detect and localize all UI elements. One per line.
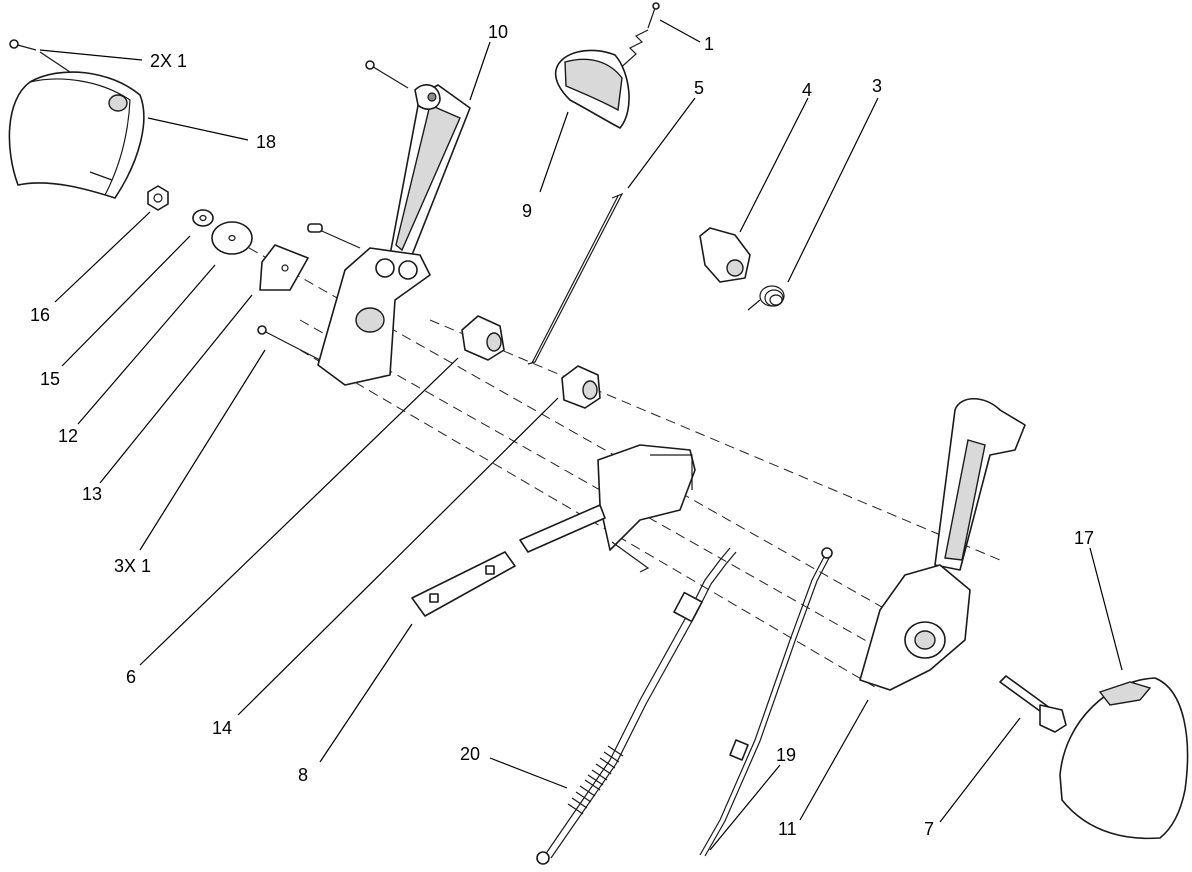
callout-10: 10: [488, 22, 508, 42]
callout-15: 15: [40, 369, 60, 389]
part-9-knob: [554, 49, 630, 129]
callout-3x1: 3X 1: [114, 556, 151, 576]
part-2-pin: [9, 39, 71, 73]
callout-3: 3: [872, 76, 882, 96]
callout-labels: 1 2X 1 3 3X 1 4 5 6 7 8 9 10 11 12 13 14…: [30, 22, 1094, 839]
callout-11: 11: [778, 819, 797, 839]
part-14-bushing: [561, 365, 601, 409]
part-10-lever-assembly: [307, 60, 471, 386]
part-15-washer: [192, 209, 214, 227]
callout-17: 17: [1074, 528, 1094, 548]
part-7-bolt: [999, 675, 1067, 733]
callout-12: 12: [58, 426, 78, 446]
part-13-plate: [259, 244, 309, 291]
callout-5: 5: [694, 78, 704, 98]
part-11-lever-assembly: [859, 397, 1026, 691]
part-16-nut: [147, 185, 169, 211]
part-18-left-cover: [8, 71, 145, 199]
callout-18: 18: [256, 132, 276, 152]
callout-7: 7: [924, 819, 934, 839]
callout-20: 20: [460, 744, 480, 764]
part-6-bushing: [461, 315, 505, 361]
part-12-washer: [211, 221, 253, 255]
callout-16: 16: [30, 305, 50, 325]
callout-2x1: 2X 1: [150, 51, 187, 71]
part-4-detent: [699, 227, 751, 283]
callout-9: 9: [522, 201, 532, 221]
leader-lines: [39, 19, 1123, 851]
part-17-right-cover: [1059, 677, 1189, 840]
callout-14: 14: [212, 718, 232, 738]
callout-1: 1: [704, 34, 714, 54]
callout-4: 4: [802, 80, 812, 100]
part-19-cable: [699, 547, 833, 857]
part-3x-pin: [257, 325, 321, 361]
part-20-cable: [536, 547, 737, 865]
part-1-screw: [615, 2, 660, 73]
callout-8: 8: [298, 765, 308, 785]
callout-13: 13: [82, 484, 102, 504]
part-3-spring: [747, 285, 785, 311]
callout-19: 19: [776, 745, 796, 765]
part-8-gear-bracket: [411, 444, 696, 617]
part-5-rod: [527, 192, 624, 365]
callout-6: 6: [126, 667, 136, 687]
